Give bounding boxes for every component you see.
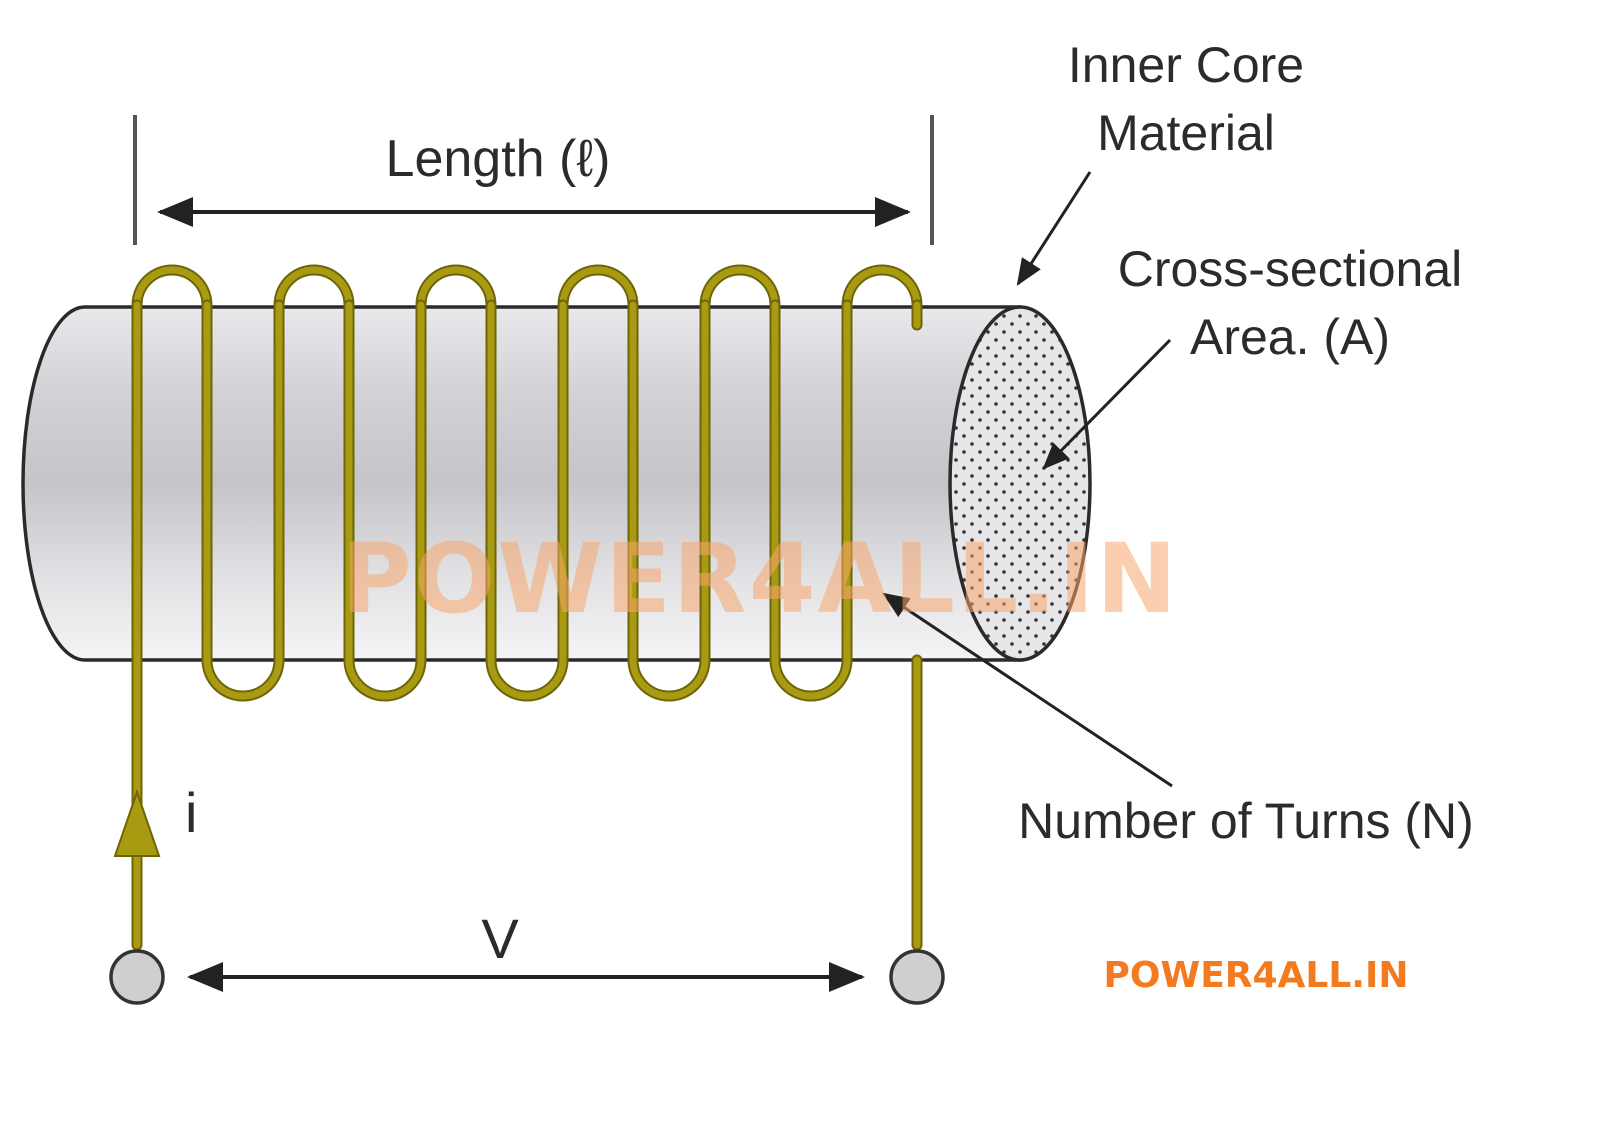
- inner-core-label-line2: Material: [1097, 105, 1275, 161]
- current-label: i: [185, 781, 197, 844]
- current-arrow-icon: [113, 788, 161, 857]
- voltage-label: V: [481, 907, 519, 970]
- cross-section-face: [948, 305, 1092, 662]
- cross-section-label-line2: Area. (A): [1190, 309, 1390, 365]
- length-dimension: [133, 115, 934, 245]
- turns-label: Number of Turns (N): [1018, 793, 1474, 849]
- cross-section-label-line1: Cross-sectional: [1118, 241, 1463, 297]
- watermark: POWER4ALL.IN: [341, 523, 1178, 635]
- turns-pointer: [882, 592, 1173, 788]
- leader-arrows: [882, 171, 1173, 788]
- terminal-left: [109, 949, 165, 1005]
- coil-back-loops: [131, 264, 923, 311]
- inner-core-pointer: [1016, 171, 1092, 286]
- cross-section-pointer: [1042, 338, 1172, 470]
- coil-front-windings: [131, 299, 923, 951]
- inner-core-label-line1: Inner Core: [1068, 37, 1304, 93]
- length-label: Length (ℓ): [386, 130, 611, 188]
- terminal-right: [889, 949, 945, 1005]
- brand-text: POWER4ALL.IN: [1104, 955, 1409, 996]
